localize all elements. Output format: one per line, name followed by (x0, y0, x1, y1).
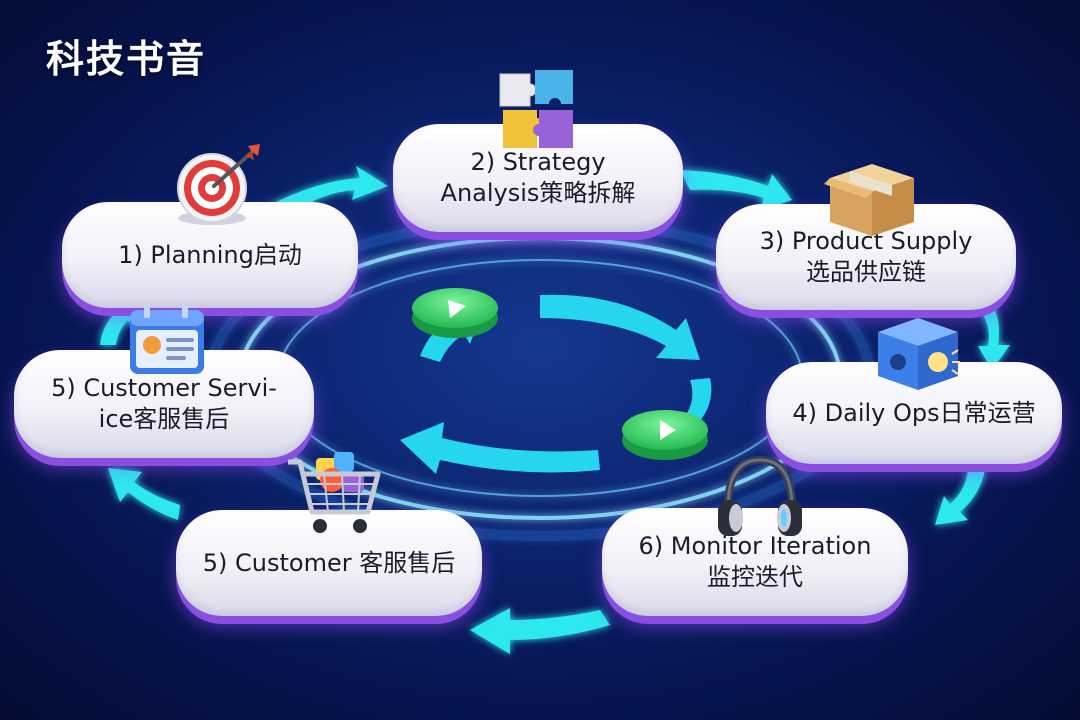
play-button-bottom[interactable] (622, 410, 708, 460)
step-5b-label: 5) Customer 客服售后 (202, 548, 456, 577)
step-6-monitor-iteration[interactable]: 6) Monitor Iteration 监控迭代 (602, 508, 908, 616)
inner-arrow-bottom (400, 422, 600, 474)
play-button-top[interactable] (412, 288, 498, 338)
blue-box-icon (878, 318, 960, 390)
shopping-cart-icon (288, 452, 381, 533)
play-icon (660, 420, 676, 440)
arrow-top-right (680, 170, 792, 210)
step-6-label: 6) Monitor Iteration 监控迭代 (638, 532, 872, 591)
brand-logo-text: 科技书音 (46, 37, 207, 81)
step-4-label: 4) Daily Ops日常运营 (792, 398, 1036, 427)
headphones-icon (718, 455, 802, 536)
arrow-right-lower (935, 470, 985, 525)
step-5a-label: 5) Customer Servi- ice客服售后 (51, 374, 277, 433)
inner-arrow-top (540, 294, 700, 360)
box-icon (824, 164, 914, 236)
step-1-label: 1) Planning启动 (118, 240, 302, 269)
target-icon (177, 144, 260, 225)
step-4-daily-ops[interactable]: 4) Daily Ops日常运营 (766, 362, 1062, 464)
id-card-icon (130, 304, 204, 374)
arrow-left-upper (100, 296, 140, 345)
arrow-bottom (470, 608, 610, 654)
step-3-label: 3) Product Supply 选品供应链 (759, 227, 973, 286)
step-2-strategy-analysis[interactable]: 2) Strategy Analysis策略拆解 (393, 124, 683, 232)
arrow-right-upper (978, 300, 1010, 370)
puzzle-icon (499, 70, 573, 148)
arrow-left-lower (108, 468, 180, 520)
step-2-label: 2) Strategy Analysis策略拆解 (440, 148, 636, 207)
play-icon (448, 300, 466, 318)
outer-arrows (100, 166, 1010, 654)
step-5-customer[interactable]: 5) Customer 客服售后 (176, 510, 482, 616)
